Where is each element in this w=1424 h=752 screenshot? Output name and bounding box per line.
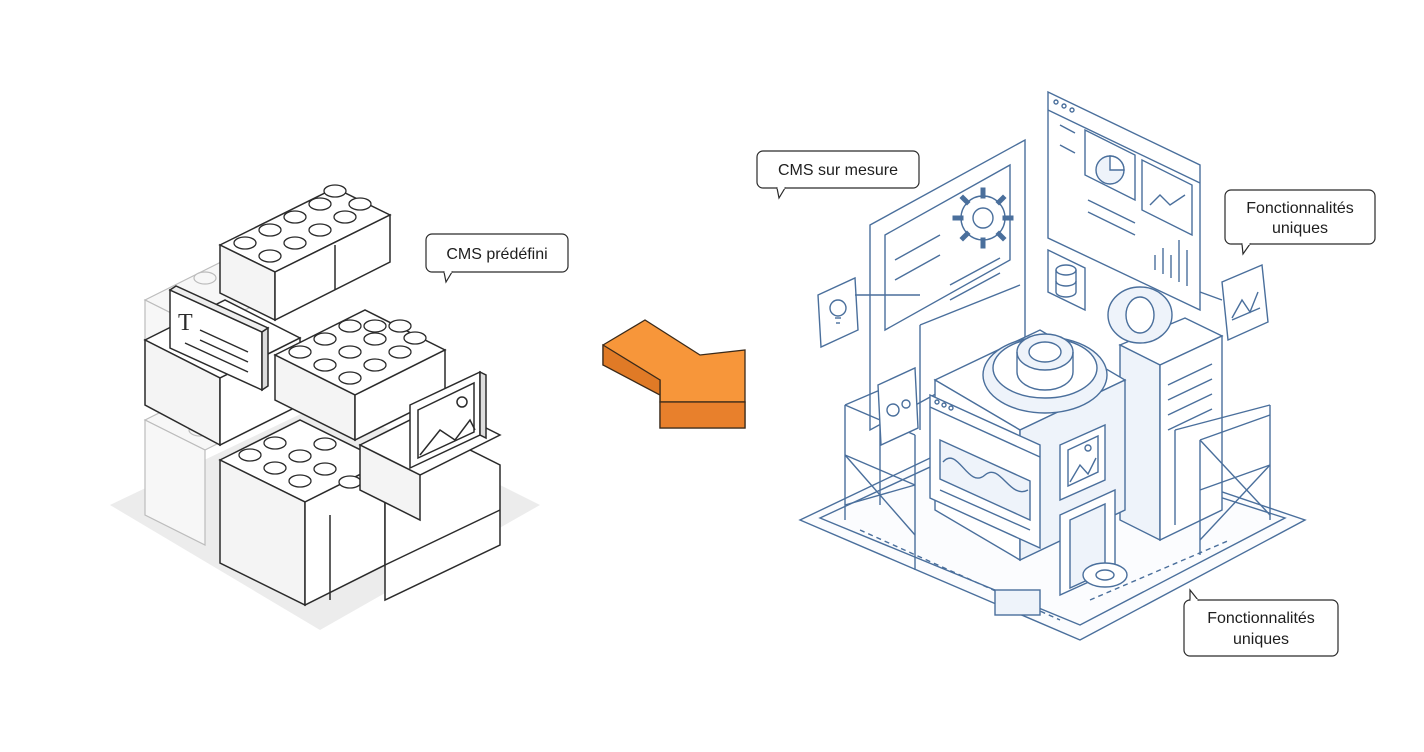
callout-features-top-line2: uniques [1272, 220, 1328, 237]
text-block-icon: T [178, 310, 193, 336]
bottom-brick-studs [238, 436, 362, 489]
central-gear-icon [982, 333, 1108, 414]
side-gear-icon [1107, 286, 1173, 344]
floor-gear-icon [1082, 562, 1128, 588]
callout-features-top-line1: Fonctionnalités [1246, 200, 1354, 217]
callout-features-bottom-line1: Fonctionnalités [1207, 610, 1315, 627]
wave-chart-icon [942, 457, 1029, 493]
bar-chart-icon [1154, 240, 1188, 286]
lightbulb-icon [817, 276, 859, 349]
callout-custom-label: CMS sur mesure [778, 162, 898, 179]
callout-features-bottom-line2: uniques [1233, 631, 1289, 648]
image-sun-icon [456, 396, 468, 408]
text-block-card: T [168, 285, 270, 392]
callout-predefined-cms: CMS prédéfini [425, 233, 569, 284]
blueprint-right-tower [1118, 317, 1224, 542]
database-icon [1047, 248, 1086, 312]
scaffold-right [1174, 404, 1271, 555]
callout-features-bottom: Fonctionnalités uniques [1183, 588, 1339, 657]
scaffold-left [844, 284, 1021, 570]
floor-hatch [994, 589, 1041, 616]
image-card [409, 370, 487, 470]
callout-custom-cms: CMS sur mesure [756, 150, 920, 200]
top-brick-studs [233, 184, 372, 263]
predefined-cms-brick-stack: T [110, 184, 540, 630]
custom-cms-blueprint [798, 90, 1307, 641]
callout-predefined-label: CMS prédéfini [446, 246, 547, 263]
transition-arrow [602, 319, 746, 429]
blueprint-dashboard-panel [1047, 90, 1201, 312]
middle-right-brick-studs [288, 319, 427, 385]
small-gears-icon [877, 366, 919, 447]
panel-gear-icon [952, 187, 1014, 249]
analytics-icon [1221, 263, 1269, 342]
image-icon-panel [1059, 423, 1106, 502]
browser-panel-front [929, 393, 1041, 550]
callout-features-top: Fonctionnalités uniques [1224, 189, 1376, 256]
pie-chart-icon [1095, 155, 1125, 185]
line-chart-icon [1149, 194, 1186, 206]
